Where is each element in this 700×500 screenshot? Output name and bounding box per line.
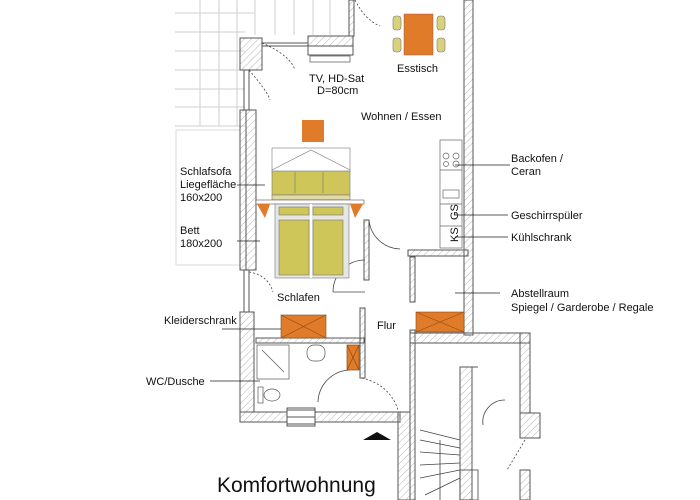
- oven-label-1: Backofen /: [511, 153, 564, 165]
- fridge-label: Kühlschrank: [511, 232, 572, 244]
- kitchen-counter: [439, 139, 463, 249]
- bed-label-1: Bett: [180, 225, 200, 237]
- entrance-arrow-icon: [363, 432, 391, 440]
- bathroom-label: WC/Dusche: [146, 376, 205, 388]
- plan-title: Komfortwohnung: [217, 474, 376, 497]
- bed-label-2: 180x200: [180, 238, 222, 250]
- dishwasher-label: Geschirrspüler: [511, 210, 583, 222]
- tv-size-label: D=80cm: [317, 85, 358, 97]
- coffee-table: [302, 120, 324, 142]
- sofa-bed: [271, 147, 351, 201]
- door-swings: [248, 0, 526, 471]
- oven-label-2: Ceran: [511, 166, 541, 178]
- room-hall: Flur: [377, 320, 396, 332]
- storage-shelf: [415, 311, 465, 333]
- dishwasher-mark: GS: [449, 204, 461, 220]
- fridge-mark: KS: [449, 227, 461, 242]
- double-bed: [255, 199, 365, 279]
- sofa-label-2: Liegefläche: [180, 179, 236, 191]
- leader-lines: [210, 164, 510, 382]
- storage-label-2: Spiegel / Garderobe / Regale: [511, 302, 653, 314]
- walls: [239, 0, 541, 500]
- sofa-label-3: 160x200: [180, 192, 222, 204]
- bathroom-fixtures: [256, 344, 360, 404]
- terrace-grid: [175, 0, 331, 266]
- staircase: [419, 429, 479, 500]
- storage-label-1: Abstellraum: [511, 288, 569, 300]
- wardrobe-label: Kleiderschrank: [164, 315, 237, 327]
- tv-stand: [309, 55, 351, 63]
- tv-label: TV, HD-Sat: [309, 73, 364, 85]
- dining-table: [392, 13, 446, 56]
- room-bedroom: Schlafen: [277, 292, 320, 304]
- room-living: Wohnen / Essen: [361, 111, 442, 123]
- dining-table-label: Esstisch: [397, 63, 438, 75]
- sofa-label-1: Schlafsofa: [180, 166, 232, 178]
- wardrobe: [280, 314, 327, 339]
